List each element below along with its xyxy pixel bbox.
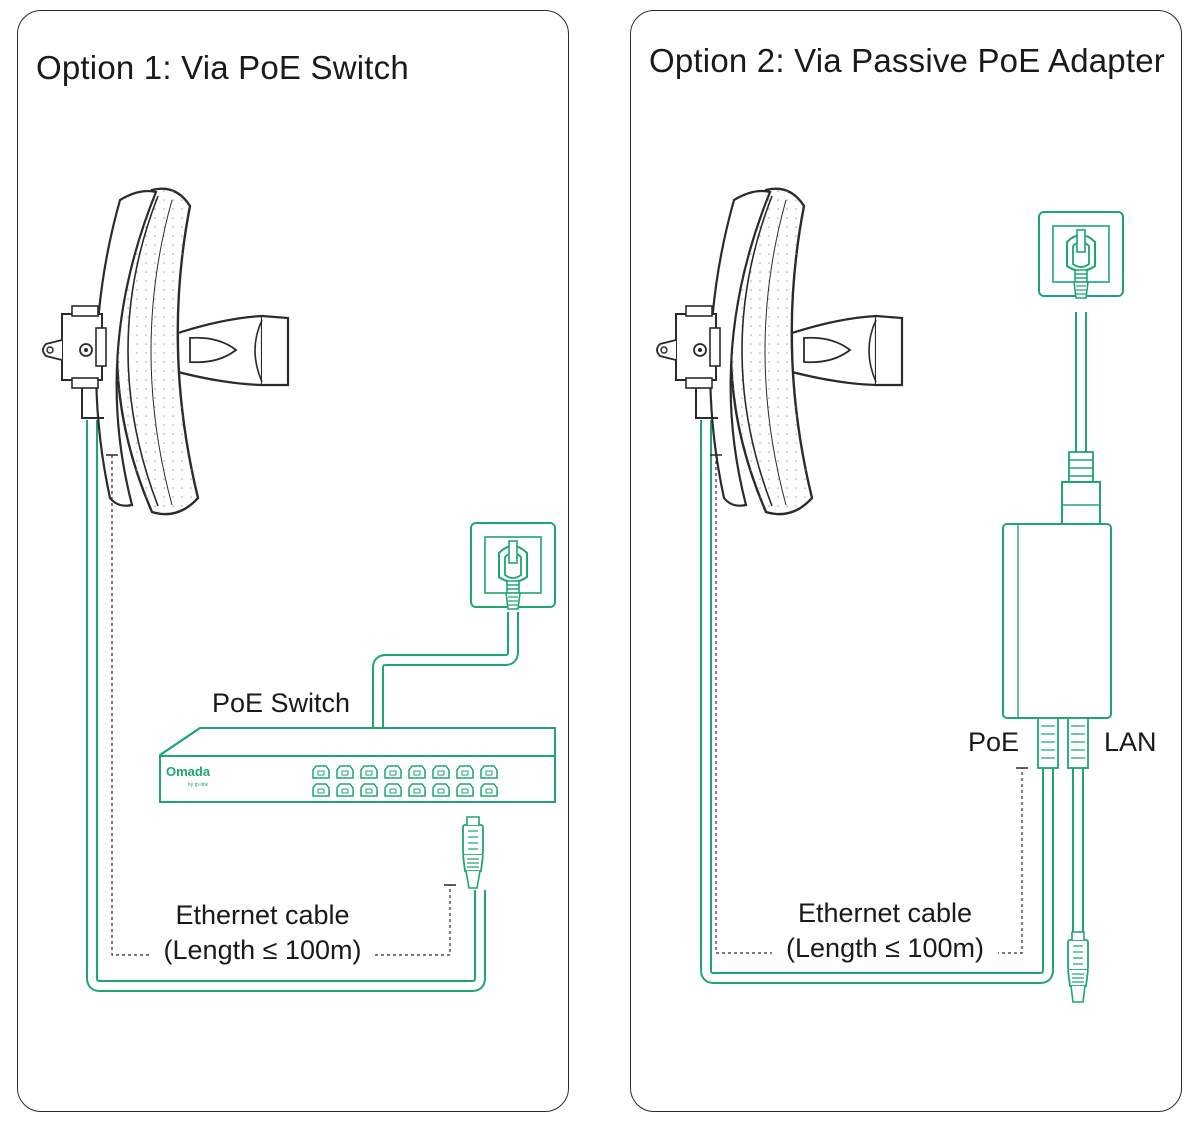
option-2-cable-label-line2: (Length ≤ 100m) [772,933,998,964]
poe-adapter-icon [1002,523,1112,719]
option-2-panel: Option 2: Via Passive PoE Adapter [630,10,1182,1112]
wall-outlet-icon [1038,211,1124,299]
option-2-illustration [655,187,1124,1003]
switch-brand-sub: by tp-link [188,782,209,788]
poe-port-label: PoE [968,727,1020,757]
wall-outlet-icon [470,522,556,610]
rj45-connector-icon [1037,717,1089,769]
option-1-cable-label-line2: (Length ≤ 100m) [150,935,375,966]
poe-switch-label: PoE Switch [212,688,351,718]
lan-port-label: LAN [1104,727,1157,757]
poe-switch-icon: Omada by tp-link [159,727,556,803]
rj45-connector-icon [462,816,484,872]
option-2-title: Option 2: Via Passive PoE Adapter [649,42,1165,79]
option-1-cable-label-line1: Ethernet cable [175,900,350,930]
rj45-connector-icon [1067,931,1089,987]
cpe-antenna-icon [655,187,904,516]
option-1-panel: Option 1: Via PoE Switch [17,10,569,1112]
option-1-title: Option 1: Via PoE Switch [36,49,409,86]
power-plug-icon [1061,451,1101,525]
option-1-illustration: Omada by tp-link [41,187,556,992]
option-2-cable-label-line1: Ethernet cable [797,898,973,928]
cpe-antenna-icon [41,187,290,516]
switch-brand: Omada [166,764,211,779]
